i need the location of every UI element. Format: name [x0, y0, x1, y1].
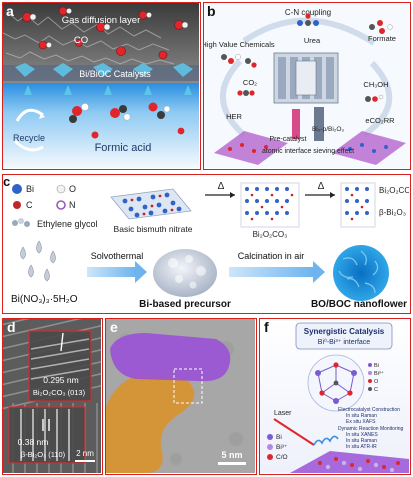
panel-c-illustration: Bi O C N Ethylene glycol Basic bismuth n…: [11, 181, 410, 310]
dyn-2: In situ XANES: [346, 432, 378, 438]
nanoflower-label: BO/BOC nanoflower: [311, 299, 407, 310]
panel-d: 0.295 nm Bi₂O₂CO₃ (013) 0.38 nm β-Bi₂O₃ …: [2, 318, 103, 475]
solvothermal-label: Solvothermal: [91, 251, 144, 261]
panel-b: C-N coupling High Value Chemicals Urea F…: [203, 2, 411, 170]
synergy-subtitle: Bi⁰-Bi³⁺ interface: [318, 338, 371, 346]
electro-3: Ex situ XAFS: [346, 419, 376, 425]
reagent-label: Bi(NO₃)₃·5H₂O: [11, 294, 78, 305]
panel-f-illustration: Synergistic Catalysis Bi⁰-Bi³⁺ interface…: [260, 319, 409, 473]
orange-region: [106, 373, 195, 473]
legend-co: C/O: [276, 454, 288, 461]
panel-c: Bi O C N Ethylene glycol Basic bismuth n…: [2, 174, 411, 314]
electrolyzer-stack-icon: [273, 52, 339, 104]
panel-a-label: a: [6, 3, 14, 19]
formate-molecule-icon: [369, 20, 393, 34]
scale-bar-e: [218, 462, 246, 465]
panel-e-label: e: [110, 319, 118, 335]
calcination-label: Calcination in air: [238, 251, 305, 261]
reagent-droplets-icon: [20, 240, 56, 282]
sieving-label: atomic interface sieving effect: [262, 148, 354, 155]
dyn-4: In situ ATR-IR: [346, 444, 377, 450]
recycle-label: Recycle: [13, 133, 45, 143]
top-legend-o: O: [374, 379, 379, 385]
panel-b-label: b: [207, 3, 216, 19]
top-legend-c: C: [374, 387, 378, 393]
top-legend-bi3: Bi³⁺: [374, 370, 384, 377]
beta-bi2o3-label: β-Bi₂O₃: [379, 208, 406, 217]
panel-a-illustration: Gas diffusion layer CO Bi/BiOC Catalysts…: [3, 3, 199, 168]
dyn-3: In situ Raman: [346, 438, 377, 444]
bi-label: Bi₀-p/Bi₂O₃: [312, 126, 344, 133]
catalyst-label: Bi/BiOC Catalysts: [79, 69, 151, 79]
panel-d-hrtem: 0.295 nm Bi₂O₂CO₃ (013) 0.38 nm β-Bi₂O₃ …: [3, 319, 102, 473]
ethylene-glycol-molecule-icon: [12, 218, 30, 227]
catalyst-surface: [290, 451, 409, 473]
ethylene-label: Ethylene glycol: [37, 219, 98, 229]
legend-c-dot: [13, 201, 21, 209]
solvothermal-arrow: [87, 267, 135, 277]
her-label: HER: [226, 112, 242, 121]
delta-arrow-1-label: Δ: [218, 181, 225, 192]
formic-label: Formic acid: [95, 142, 152, 154]
formate-label: Formate: [368, 34, 396, 43]
panel-f-label: f: [264, 319, 269, 335]
panel-e: 5 nm e: [105, 318, 257, 475]
legend-bi3: Bi³⁺: [276, 444, 288, 451]
d1-spacing-label: 0.295 nm: [43, 375, 78, 385]
top-legend-bi0: Bi: [374, 363, 379, 369]
ch3oh-label: CH₃OH: [363, 80, 388, 89]
basic-bismuth-label: Basic bismuth nitrate: [114, 224, 193, 234]
panel-c-label-outer: c: [3, 174, 11, 189]
bi2o2co3-right-label: Bi₂O₂CO₃: [379, 186, 409, 195]
co-label: CO: [74, 35, 88, 46]
nanoflower-particle: [333, 245, 389, 301]
co2-label: CO₂: [243, 78, 257, 87]
panel-d-label: d: [7, 319, 16, 335]
basic-bismuth-crystal: [110, 188, 192, 220]
zoom-box: [173, 368, 203, 404]
panel-a: Gas diffusion layer CO Bi/BiOC Catalysts…: [2, 2, 201, 170]
legend-o-label: O: [69, 184, 76, 194]
high-value-molecules-icon: [221, 54, 257, 68]
laser-beam: [273, 418, 315, 446]
legend-bi0: Bi: [276, 434, 282, 441]
panel-f: Synergistic Catalysis Bi⁰-Bi³⁺ interface…: [259, 318, 411, 475]
calcination-arrow: [229, 267, 313, 277]
bi2o2co3-mid-label: Bi₂O₂CO₃: [253, 230, 288, 239]
legend-o-dot: [56, 184, 66, 194]
electro-1: Electrocatalyst Construction: [338, 407, 400, 413]
panel-b-illustration: C-N coupling High Value Chemicals Urea F…: [204, 3, 409, 168]
legend-bi-label: Bi: [26, 184, 34, 194]
cn-coupling-label: C-N coupling: [285, 8, 331, 17]
d2-phase-label: β-Bi₂O₃ (110): [21, 450, 66, 459]
electro-2: In situ Raman: [346, 413, 377, 419]
legend-n-dot: [56, 200, 66, 210]
d1-phase-label: Bi₂O₂CO₃ (013): [33, 388, 86, 397]
laser-label: Laser: [274, 410, 292, 417]
precursor-particle: [153, 249, 217, 297]
synergy-title-box: [295, 322, 393, 350]
high-value-label: High Value Chemicals: [204, 40, 275, 49]
bi2o2co3-lattice: [240, 182, 300, 228]
bi2o2co3-beta-lattice: [340, 182, 376, 228]
scattered-wave: [313, 435, 339, 446]
panel-e-tem: 5 nm: [106, 319, 255, 473]
gdl-label: Gas diffusion layer: [62, 15, 141, 26]
purple-region: [110, 333, 231, 382]
pre-catalyst-label: Pre-catalyst: [270, 136, 307, 143]
legend-n-label: N: [69, 200, 76, 210]
scale-d-label: 2 nm: [76, 449, 94, 458]
synergy-title: Synergistic Catalysis: [304, 327, 385, 336]
dyn-1: Dynamic Reaction Monitoring: [338, 426, 404, 432]
delta-arrow-2-label: Δ: [318, 181, 325, 192]
scale-bar-d: [75, 460, 95, 462]
precursor-label: Bi-based precursor: [139, 299, 231, 310]
urea-label: Urea: [304, 36, 321, 45]
legend-bi-dot: [12, 184, 22, 194]
legend-c-label: C: [26, 200, 33, 210]
eco2rr-label: eCO₂RR: [365, 116, 395, 125]
d2-spacing-label: 0.38 nm: [18, 437, 49, 447]
scale-e-label: 5 nm: [221, 450, 242, 460]
